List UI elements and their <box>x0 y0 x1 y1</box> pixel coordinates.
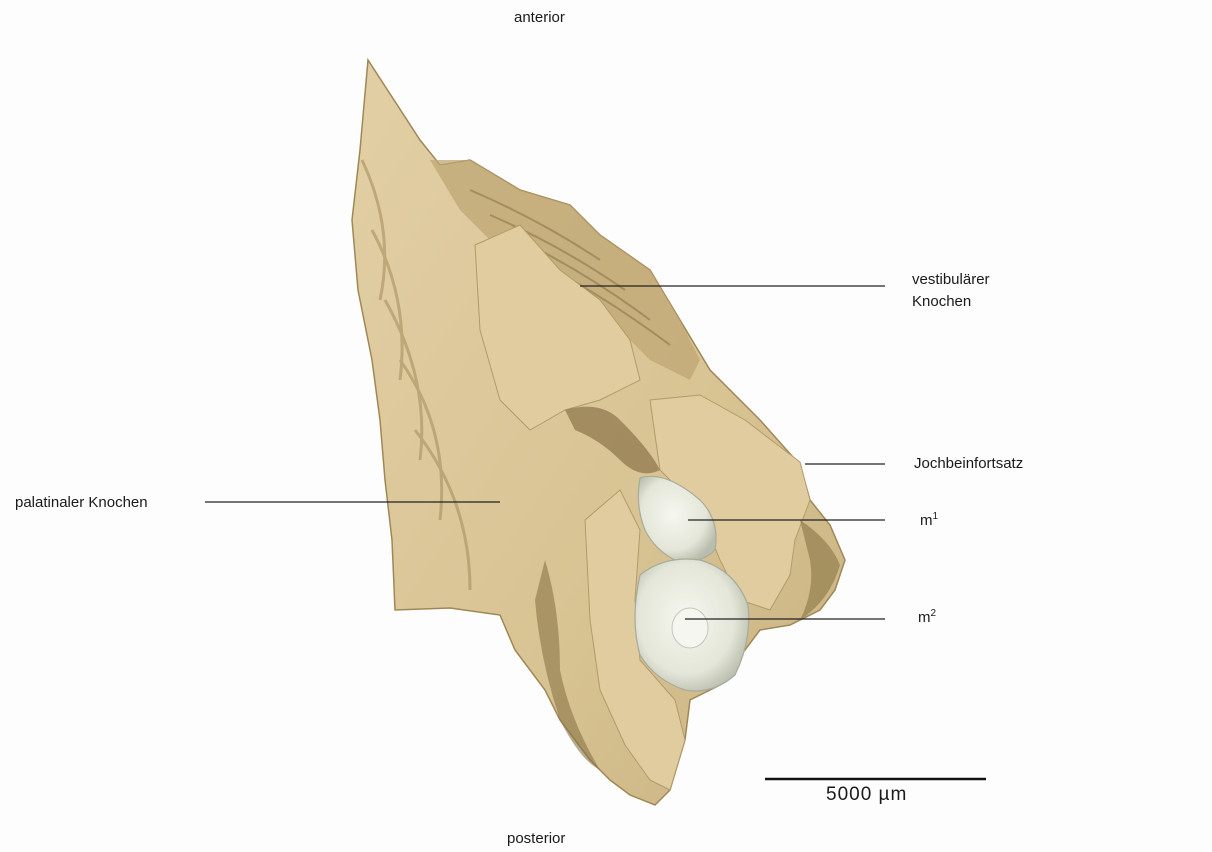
label-zygomatic: Jochbeinfortsatz <box>914 454 1023 473</box>
scale-bar-label: 5000 µm <box>826 785 907 804</box>
label-m2-sup: 2 <box>931 608 937 619</box>
orientation-anterior: anterior <box>514 8 565 27</box>
label-m2: m2 <box>918 608 936 627</box>
label-vestibular-line2: Knochen <box>912 292 971 311</box>
label-m1-base: m <box>920 512 933 529</box>
label-palatinal: palatinaler Knochen <box>15 493 148 512</box>
tooth-m2-pulp <box>672 608 708 648</box>
label-vestibular-line1: vestibulärer <box>912 270 990 289</box>
label-m2-base: m <box>918 609 931 626</box>
label-m1: m1 <box>920 511 938 530</box>
orientation-posterior: posterior <box>507 829 565 848</box>
label-m1-sup: 1 <box>933 511 939 522</box>
